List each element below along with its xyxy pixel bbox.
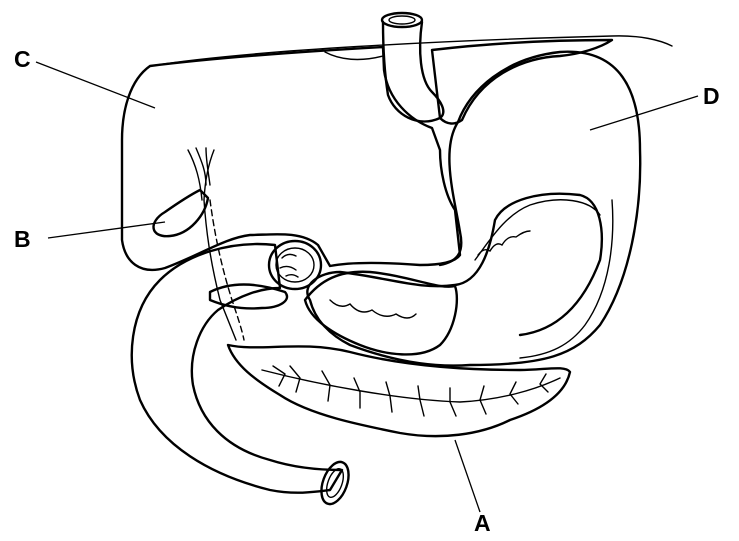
label-c: C	[14, 48, 31, 71]
leader-line-a	[455, 440, 480, 512]
gall-bladder	[154, 190, 208, 236]
label-b: B	[14, 228, 31, 251]
pylorus	[305, 272, 457, 355]
label-d: D	[703, 85, 720, 108]
leader-line-b	[48, 222, 165, 238]
leader-line-d	[590, 96, 698, 130]
leader-line-c	[36, 62, 155, 108]
label-a: A	[474, 512, 491, 535]
liver	[122, 36, 672, 270]
